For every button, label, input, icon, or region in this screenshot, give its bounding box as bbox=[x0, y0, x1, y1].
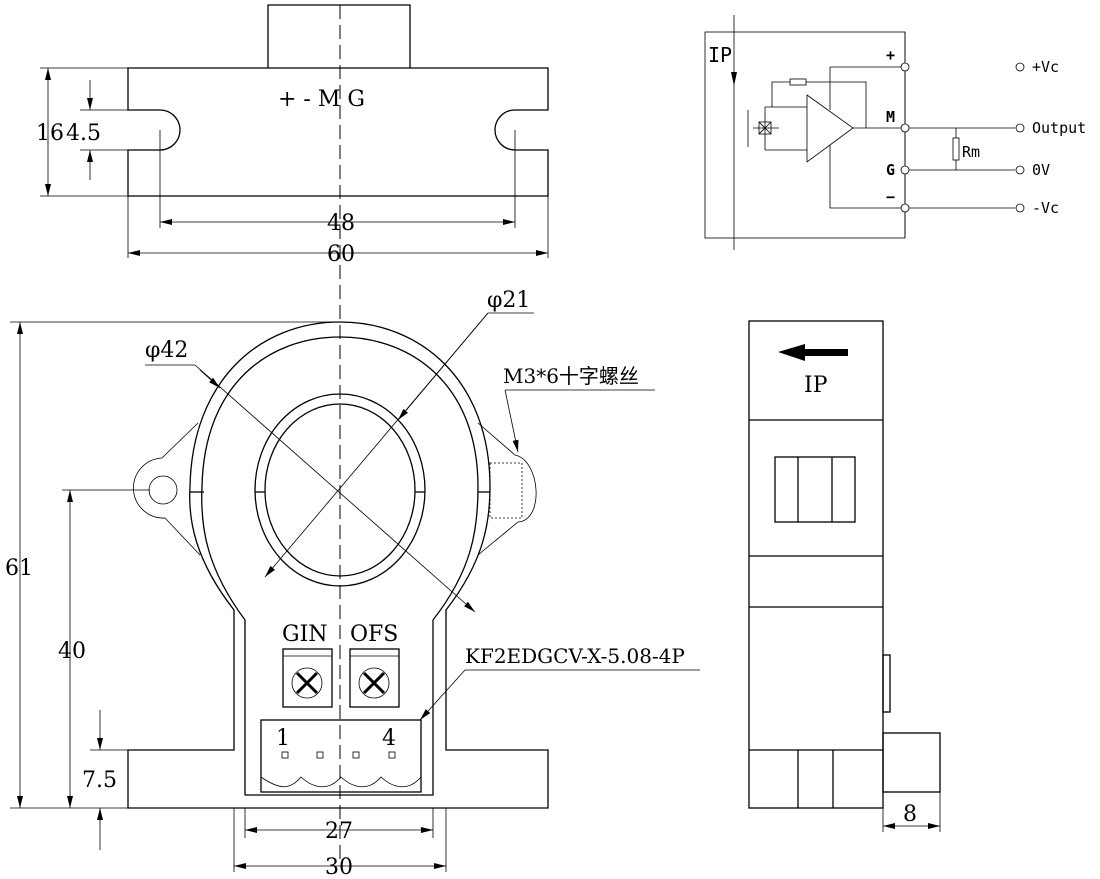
output-plus-vc: +Vc bbox=[1032, 58, 1059, 76]
connector: 1 4 bbox=[260, 719, 422, 793]
resistor-rm bbox=[952, 137, 960, 161]
dim-total-height: 61 bbox=[5, 556, 33, 581]
output-0v: 0V bbox=[1032, 161, 1050, 179]
current-direction-arrow-icon bbox=[778, 344, 848, 361]
top-view: + - M G 16 4.5 48 60 bbox=[36, 4, 549, 267]
minus-label: − bbox=[886, 188, 895, 206]
dim-width: 60 bbox=[327, 242, 355, 267]
dim-flange: 7.5 bbox=[82, 768, 117, 793]
current-arrow-icon bbox=[731, 72, 737, 86]
circuit-diagram: IP Rm + M G − +Vc Output 0V -Vc bbox=[704, 15, 1086, 250]
gain-potentiometer[interactable] bbox=[282, 648, 333, 708]
dim-hole-height: 40 bbox=[58, 639, 86, 664]
dim-connector: 8 bbox=[903, 802, 917, 827]
dim-outer-diameter: φ42 bbox=[145, 338, 188, 363]
front-view: φ42 φ21 M3*6十字螺丝 GIN OFS 1 4 bbox=[5, 288, 700, 879]
pin-labels: + - M G bbox=[278, 87, 365, 112]
resistor-label: Rm bbox=[962, 143, 980, 161]
gain-label: GIN bbox=[282, 622, 328, 647]
offset-potentiometer[interactable] bbox=[349, 648, 400, 708]
screw bbox=[489, 462, 523, 519]
output-signal: Output bbox=[1032, 119, 1086, 137]
plus-label: + bbox=[886, 46, 895, 64]
pin-1-label: 1 bbox=[276, 726, 290, 751]
output-minus-vc: -Vc bbox=[1032, 199, 1059, 217]
side-view: IP 8 bbox=[748, 320, 941, 832]
mounting-hole bbox=[148, 475, 178, 505]
connector-label: KF2EDGCV-X-5.08-4P bbox=[465, 644, 685, 668]
dim-outer-width: 30 bbox=[325, 855, 353, 879]
pin-4-label: 4 bbox=[382, 726, 396, 751]
screw-label: M3*6十字螺丝 bbox=[503, 364, 639, 388]
circuit-current-label: IP bbox=[708, 43, 732, 67]
g-label: G bbox=[886, 161, 895, 179]
dim-slot: 4.5 bbox=[66, 121, 101, 146]
dim-height: 16 bbox=[36, 121, 64, 146]
dim-hole-spacing: 48 bbox=[327, 211, 355, 236]
side-current-label: IP bbox=[804, 373, 828, 398]
offset-label: OFS bbox=[350, 622, 398, 647]
dim-inner-width: 27 bbox=[325, 819, 353, 844]
m-label: M bbox=[886, 108, 895, 126]
dim-inner-diameter: φ21 bbox=[487, 288, 530, 313]
